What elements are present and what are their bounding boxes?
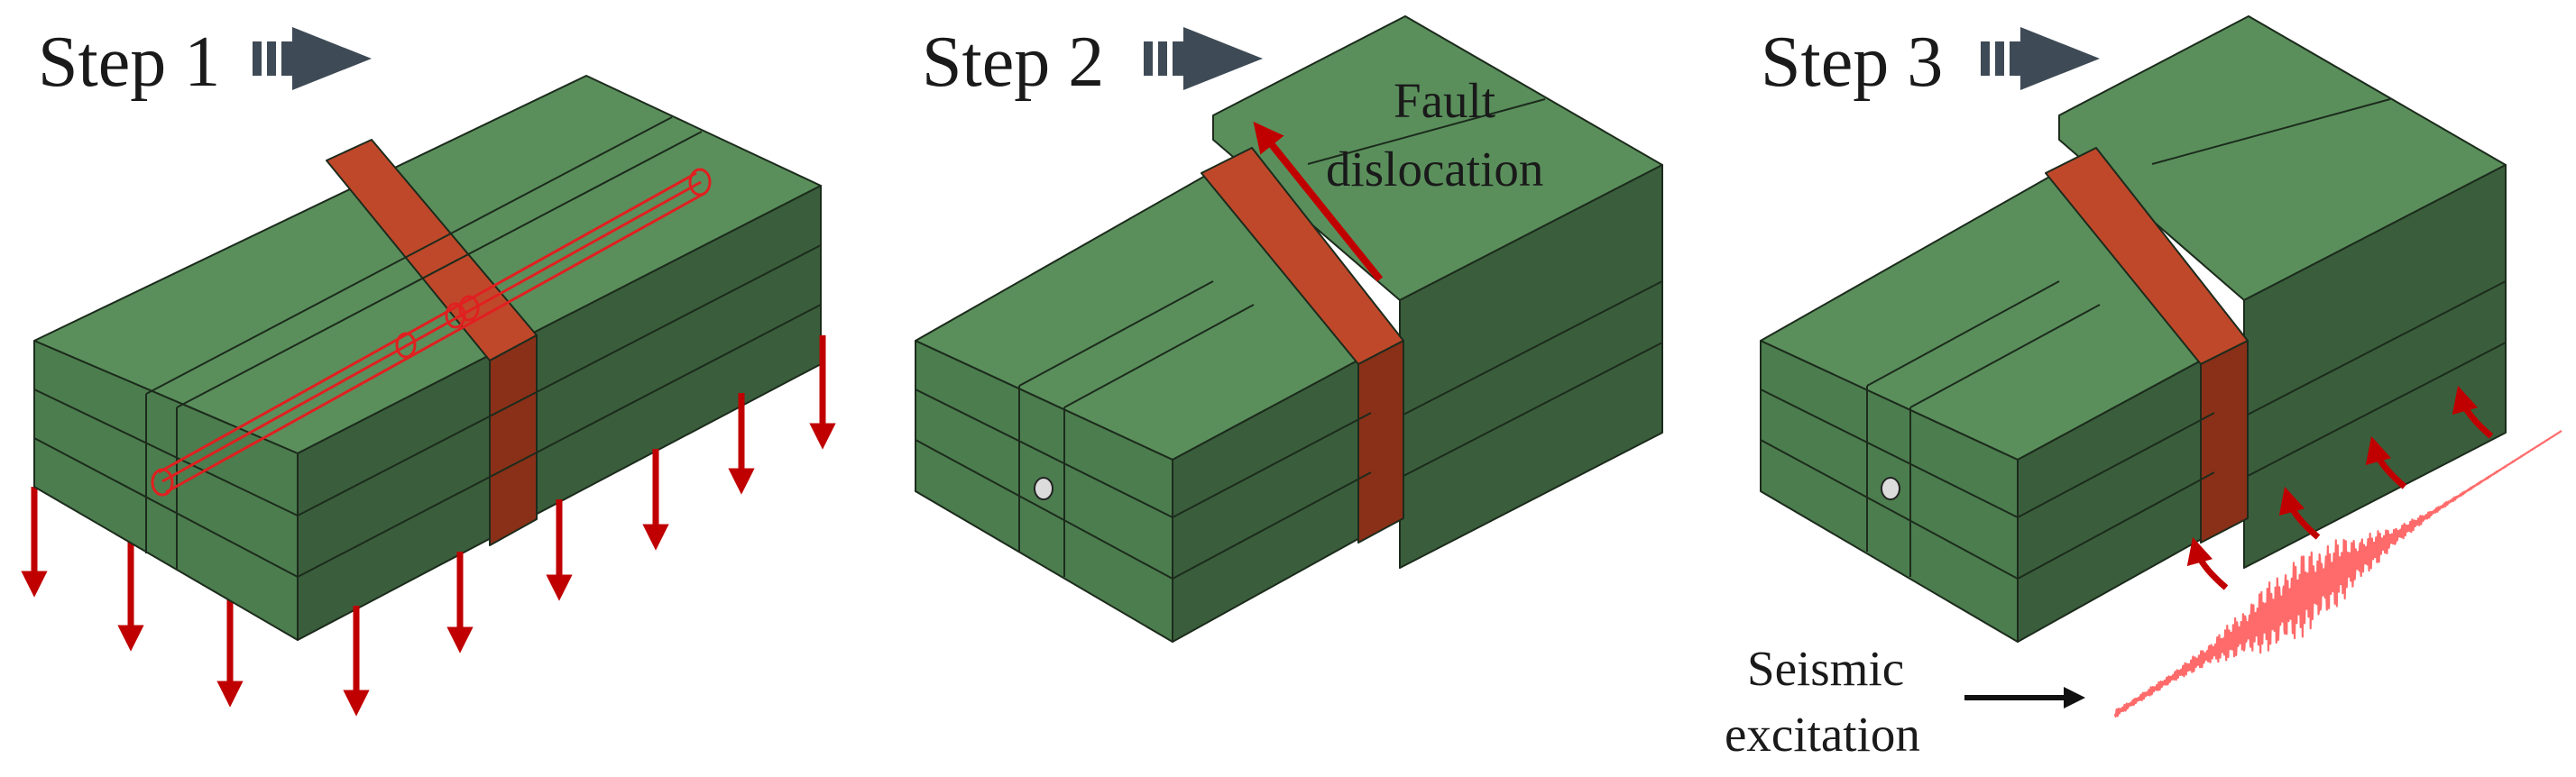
curved-arrow-icon xyxy=(2186,536,2229,590)
fault-zone-side xyxy=(1357,340,1404,544)
tunnel-wireframe xyxy=(151,168,712,497)
curved-arrows xyxy=(2186,385,2494,590)
panel-step-2: Fault dislocation Step 2 xyxy=(915,15,1663,643)
panel-step-3: Seismic excitation Step 3 xyxy=(1725,15,2562,762)
tunnel-opening xyxy=(1034,477,1053,500)
excitation-annotation-line1: Seismic xyxy=(1747,641,1904,696)
step-arrow-icon xyxy=(1981,27,2100,90)
soil-block-3 xyxy=(1760,15,2507,643)
curved-arrow-icon xyxy=(2452,385,2494,439)
fault-annotation-line2: dislocation xyxy=(1326,142,1543,197)
step-label: Step 2 xyxy=(922,23,1104,102)
soil-block-2 xyxy=(915,15,1663,643)
step-arrow-icon xyxy=(1144,27,1263,90)
fault-direction-arrow-icon xyxy=(1253,121,1384,282)
fault-zone-side xyxy=(2200,340,2249,544)
curved-arrow-icon xyxy=(2365,435,2407,489)
step-arrow-icon xyxy=(253,27,372,90)
step-label: Step 1 xyxy=(38,23,220,102)
tunnel-opening xyxy=(1881,477,1900,500)
seismic-wave-icon xyxy=(2113,430,2562,718)
raised-block-top xyxy=(1212,15,1663,301)
step-label: Step 3 xyxy=(1761,23,1943,102)
raised-block-top xyxy=(2058,15,2507,301)
curved-arrow-icon xyxy=(2278,486,2321,540)
panel-step-1: Step 1 xyxy=(21,23,836,717)
gravity-arrows-right xyxy=(343,335,836,717)
excitation-annotation-line2: excitation xyxy=(1725,707,1920,762)
fault-zone-side xyxy=(489,334,538,546)
fault-annotation-line1: Fault xyxy=(1394,73,1495,128)
gravity-arrows xyxy=(21,487,244,708)
soil-block-1 xyxy=(33,75,822,641)
